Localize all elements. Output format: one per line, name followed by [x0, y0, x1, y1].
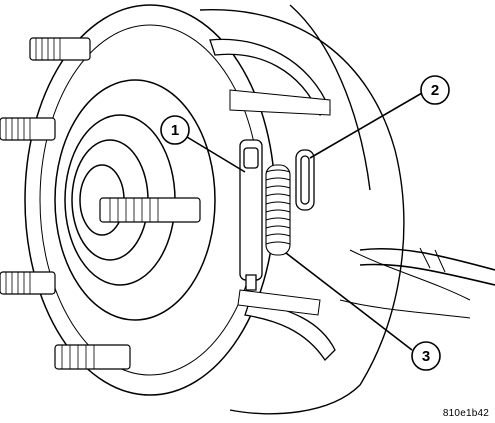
figure-id: 810e1b42 — [442, 408, 489, 419]
hold-down-bracket — [239, 139, 263, 291]
coil-spring — [265, 164, 291, 256]
adjuster-slot — [295, 149, 315, 211]
backing-plate — [199, 4, 495, 415]
leader-lines — [186, 92, 423, 351]
brake-shoes — [209, 38, 336, 362]
callout-2-label: 2 — [431, 82, 439, 99]
callout-3-label: 3 — [422, 348, 430, 365]
callout-2: 2 — [420, 75, 450, 105]
wheel-studs — [0, 37, 201, 370]
callout-3: 3 — [411, 341, 441, 371]
callout-1-label: 1 — [171, 122, 179, 139]
callout-1: 1 — [160, 115, 190, 145]
